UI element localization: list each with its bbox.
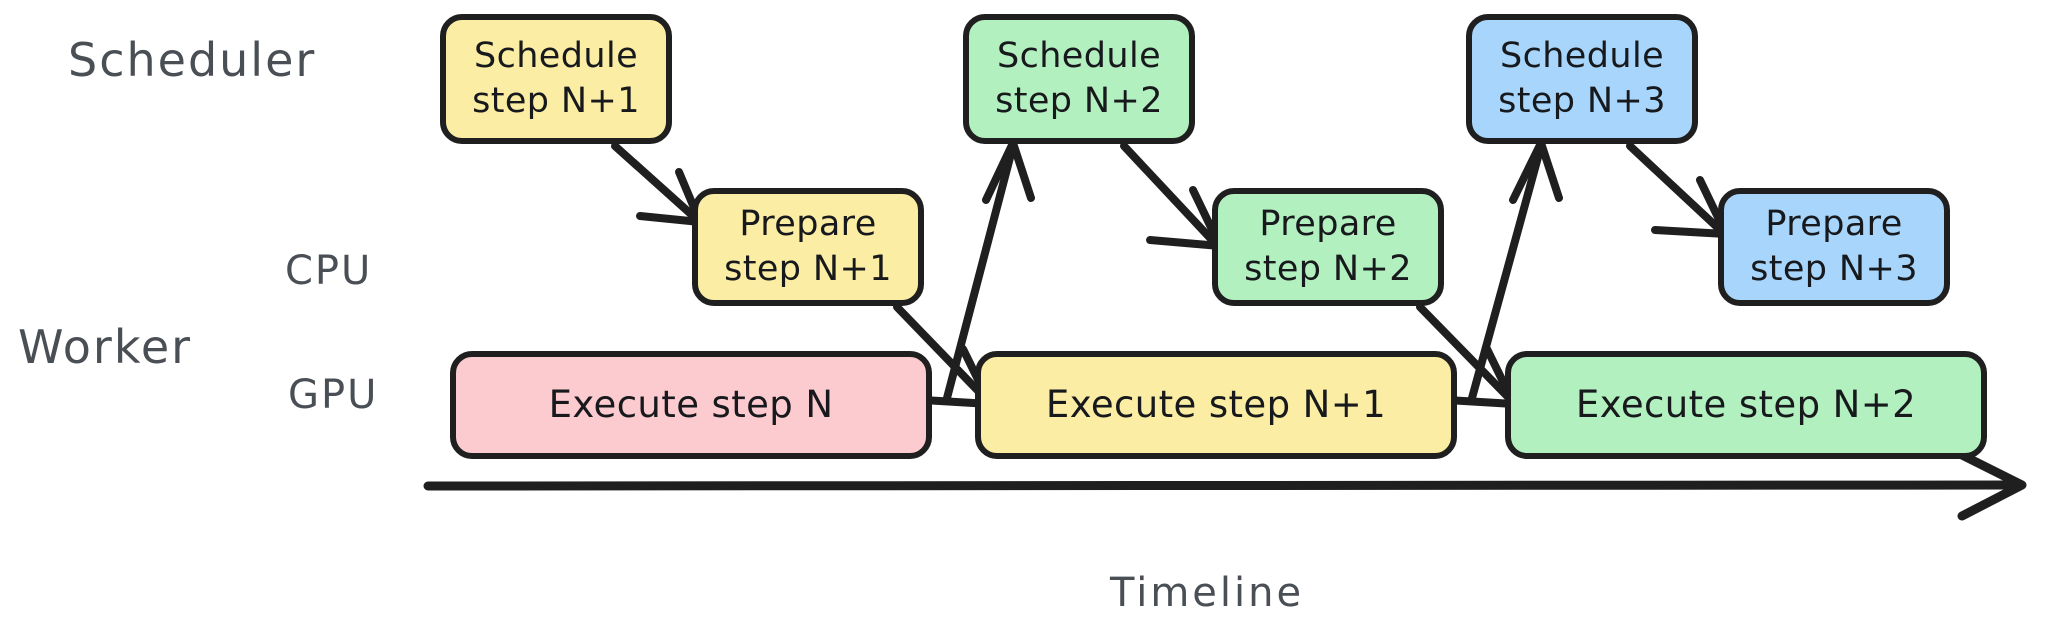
lane-label-gpu: GPU [288, 372, 379, 418]
lane-label-scheduler: Scheduler [68, 33, 317, 87]
task-line-2: step N+1 [472, 81, 640, 121]
cpu-task-3[interactable]: Prepare step N+3 [1718, 188, 1950, 306]
task-line-1: Prepare [1259, 204, 1397, 245]
task-line-2: step N+2 [1244, 249, 1412, 289]
task-line-2: step N+1 [724, 249, 892, 289]
cpu-task-2[interactable]: Prepare step N+2 [1212, 188, 1444, 306]
task-line-2: step N+3 [1750, 249, 1918, 289]
task-line-2: step N+3 [1498, 81, 1666, 121]
task-line-1: Schedule [1499, 36, 1665, 77]
task-line-1: Prepare [1765, 204, 1903, 245]
cpu-task-1[interactable]: Prepare step N+1 [692, 188, 924, 306]
gpu-task-1[interactable]: Execute step N [450, 351, 932, 459]
scheduler-task-3[interactable]: Schedule step N+3 [1466, 14, 1698, 144]
task-label: Execute step N [548, 383, 834, 427]
task-line-1: Prepare [739, 204, 877, 245]
gpu-task-3[interactable]: Execute step N+2 [1505, 351, 1987, 459]
scheduler-task-1[interactable]: Schedule step N+1 [440, 14, 672, 144]
scheduler-task-2[interactable]: Schedule step N+2 [963, 14, 1195, 144]
task-line-1: Schedule [996, 36, 1162, 77]
task-line-2: step N+2 [995, 81, 1163, 121]
gpu-task-2[interactable]: Execute step N+1 [975, 351, 1457, 459]
arrow-schedule1-to-prepare1 [611, 142, 704, 226]
task-label: Execute step N+1 [1045, 383, 1387, 427]
task-label: Execute step N+2 [1575, 383, 1917, 427]
arrow-schedule2-to-prepare2 [1120, 142, 1224, 250]
arrow-schedule3-to-prepare3 [1626, 142, 1730, 238]
lane-label-cpu: CPU [285, 248, 373, 294]
lane-label-worker: Worker [18, 320, 193, 374]
task-line-1: Schedule [473, 36, 639, 77]
timeline-axis-label: Timeline [1110, 570, 1305, 616]
